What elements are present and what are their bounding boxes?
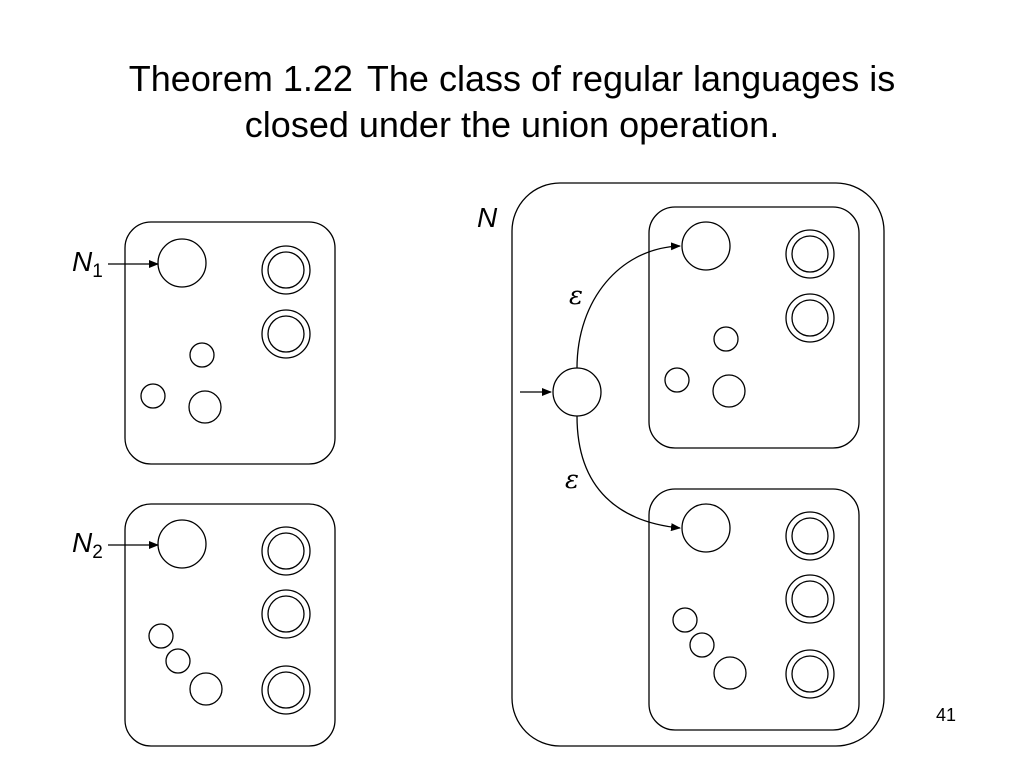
embedded-n2-accept-state — [785, 511, 835, 561]
epsilon-transition-lower — [576, 415, 681, 532]
n2-label: N2 — [72, 527, 103, 563]
n1-state — [189, 342, 215, 368]
embedded-n2-accept-state — [785, 649, 835, 699]
n1-label: N1 — [72, 246, 103, 282]
n2-start-state — [157, 519, 207, 569]
n2-accept-state — [261, 589, 311, 639]
embedded-n1-start-state — [681, 221, 731, 271]
theorem-statement-part1: The class of regular languages is — [366, 58, 896, 99]
machine-n2 — [108, 503, 336, 747]
machine-n-outer-box — [511, 182, 885, 747]
n2-state — [165, 648, 191, 674]
embedded-n1-box — [648, 206, 860, 449]
n1-state — [188, 390, 222, 424]
embedded-machine-n2 — [648, 488, 860, 731]
embedded-n2-box — [648, 488, 860, 731]
epsilon-label-upper: ε — [569, 281, 583, 311]
embedded-n1-state — [713, 326, 739, 352]
embedded-machine-n1 — [648, 206, 860, 449]
embedded-n2-accept-state — [785, 574, 835, 624]
machine-n2-box — [124, 503, 336, 747]
machine-n1-box — [124, 221, 336, 465]
n-label: N — [477, 202, 498, 233]
n2-state — [189, 672, 223, 706]
n2-accept-state — [261, 526, 311, 576]
embedded-n2-state — [672, 607, 698, 633]
n1-accept-state — [261, 245, 311, 295]
embedded-n1-accept-state — [785, 293, 835, 343]
n-new-start-state — [552, 367, 602, 417]
slide-title: Theorem 1.22 The class of regular languag… — [0, 56, 1024, 148]
epsilon-label-lower: ε — [565, 465, 579, 495]
embedded-n1-accept-state — [785, 229, 835, 279]
machine-n1 — [108, 221, 336, 465]
machine-n — [511, 182, 885, 747]
epsilon-transition-upper — [576, 242, 681, 369]
n1-start-state — [157, 238, 207, 288]
embedded-n1-state — [712, 374, 746, 408]
embedded-n2-state — [689, 632, 715, 658]
n1-state — [140, 383, 166, 409]
theorem-number: Theorem 1.22 — [128, 58, 353, 99]
title-line-2: closed under the union operation. — [244, 104, 780, 145]
title-line-1: Theorem 1.22 The class of regular languag… — [0, 56, 1024, 102]
n2-accept-state — [261, 665, 311, 715]
embedded-n2-state — [713, 656, 747, 690]
n2-state — [148, 623, 174, 649]
embedded-n2-start-state — [681, 503, 731, 553]
slide-number: 41 — [936, 705, 957, 725]
n1-accept-state — [261, 309, 311, 359]
embedded-n1-state — [664, 367, 690, 393]
